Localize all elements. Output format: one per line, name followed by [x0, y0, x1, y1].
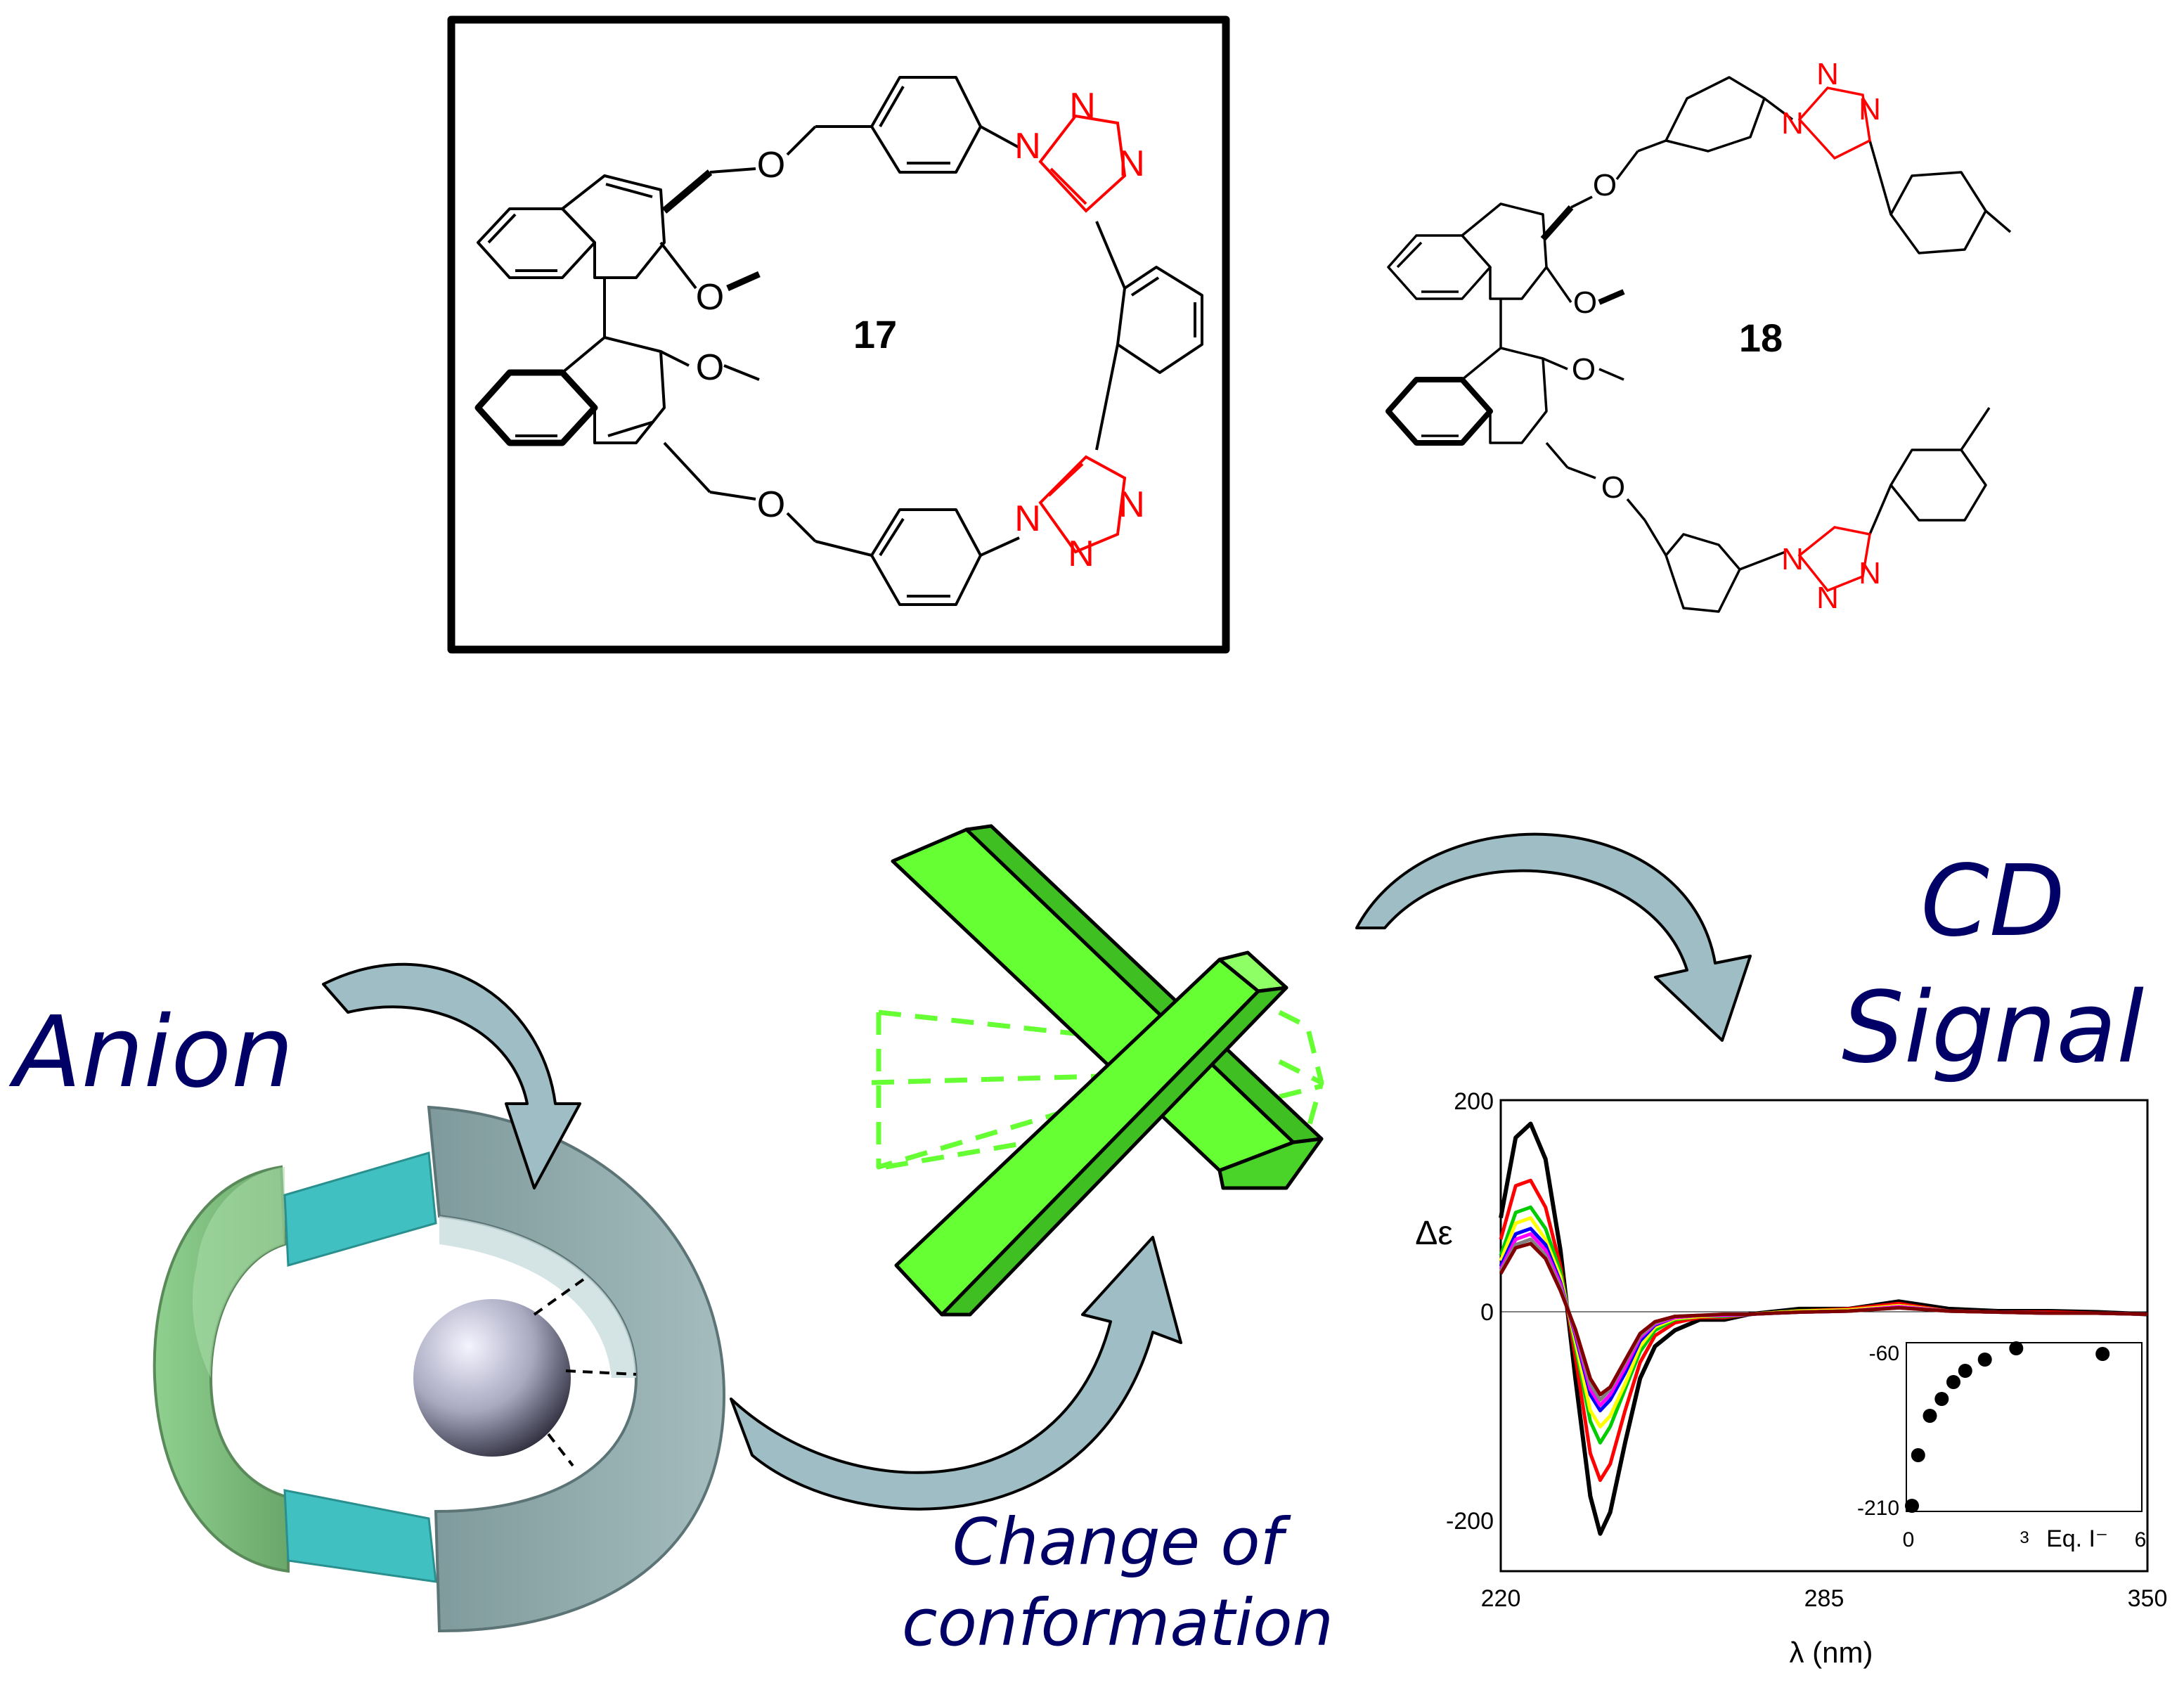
compound-17-frame: [447, 15, 1230, 654]
signal-label: Signal: [1842, 971, 2144, 1085]
inset-x-tick-label: 6: [2135, 1528, 2147, 1551]
oxygen-label: O: [696, 277, 724, 318]
compound-18-triazoles: [1797, 86, 1872, 593]
nitrogen-label: N: [1781, 542, 1804, 576]
x-axis-label: λ (nm): [1790, 1636, 1873, 1669]
oxygen-label: O: [757, 484, 785, 525]
nitrogen-label: N: [1781, 106, 1804, 141]
compound-17-atom-labels: O O O O N N N N N N: [696, 86, 1145, 574]
x-tick-label: 220: [1481, 1585, 1521, 1612]
y-tick-label: -200: [1446, 1508, 1494, 1535]
nitrogen-label: N: [1014, 126, 1041, 167]
oxygen-label: O: [1593, 168, 1617, 202]
cd-label: CD: [1920, 844, 2065, 959]
nitrogen-label: N: [1816, 581, 1839, 615]
inset-data-point: [1946, 1375, 1960, 1389]
oxygen-label: O: [1601, 470, 1625, 505]
inset-x-axis-label: Eq. I⁻: [2046, 1525, 2108, 1552]
inset-data-point: [2009, 1341, 2024, 1355]
host-linker-top: [283, 1151, 437, 1267]
inset-plot-frame: [1906, 1342, 2143, 1512]
inset-data-point: [1905, 1499, 1919, 1513]
host-macrocycle-cartoon: [153, 1105, 726, 1633]
x-tick-label: 350: [2128, 1585, 2168, 1612]
binaphthyl-cross: [871, 824, 1324, 1317]
arrow-to-conformation: [730, 1236, 1182, 1511]
nitrogen-label: N: [1118, 484, 1145, 525]
nitrogen-label: N: [1014, 498, 1041, 539]
inset-data-point: [1958, 1364, 1972, 1378]
oxygen-label: O: [1572, 352, 1596, 387]
host-linker-bottom: [283, 1489, 437, 1583]
oxygen-label: O: [696, 347, 724, 388]
inset-data-point: [2095, 1347, 2110, 1361]
cd-series-line: [1499, 1121, 2148, 1536]
y-tick-label: 200: [1454, 1088, 1494, 1115]
compound-17-label: 17: [853, 312, 897, 356]
benzene-ring: [870, 76, 982, 174]
inset-data-point: [1934, 1392, 1949, 1406]
host-green-clamp: [153, 1165, 290, 1573]
nitrogen-label: N: [1816, 57, 1839, 91]
compound-18-atom-labels: O O O O N N N N N N: [1572, 57, 1881, 615]
y-tick-label: 0: [1480, 1299, 1494, 1326]
cd-spectrum-chart: 200 0 -200 220 285 350 λ (nm) Δε -60 -21…: [1415, 1088, 2167, 1669]
oxygen-label: O: [1573, 285, 1597, 320]
change-of-label: Change of: [952, 1504, 1291, 1580]
y-axis-label: Δε: [1415, 1215, 1452, 1252]
nitrogen-label: N: [1859, 556, 1881, 591]
cd-series-group: [1499, 1121, 2148, 1536]
anion-sphere: [413, 1299, 571, 1457]
compound-17-structure: [447, 15, 1230, 654]
nitrogen-label: N: [1118, 143, 1145, 184]
inset-y-tick-label: -60: [1869, 1342, 1899, 1365]
inset-points-group: [1905, 1341, 2110, 1513]
compound-18-label: 18: [1739, 316, 1783, 360]
arrow-anion-binding: [322, 962, 581, 1189]
inset-data-point: [1977, 1353, 1992, 1367]
inset-x-tick-label: 0: [1903, 1528, 1915, 1551]
oxygen-label: O: [757, 145, 785, 186]
conformation-label: conformation: [902, 1585, 1333, 1660]
inset-x-tick-label: 3: [2020, 1528, 2029, 1547]
compound-17-triazoles: [1038, 114, 1127, 554]
inset-data-point: [1923, 1409, 1937, 1423]
cd-plot-frame: [1499, 1099, 2149, 1573]
x-tick-label: 285: [1804, 1585, 1844, 1612]
arrow-to-cd-signal: [1355, 832, 1752, 1042]
inset-data-point: [1911, 1448, 1925, 1462]
nitrogen-label: N: [1859, 92, 1881, 127]
compound-18-structure: [1385, 76, 2012, 613]
nitrogen-label: N: [1068, 534, 1094, 574]
cd-series-line: [1499, 1241, 2148, 1397]
naphthalene-ring: [477, 207, 596, 279]
nitrogen-label: N: [1069, 86, 1096, 127]
hydrogen-bond-lines: [533, 1278, 637, 1467]
anion-label: Anion: [8, 995, 294, 1110]
inset-y-tick-label: -210: [1857, 1497, 1899, 1520]
